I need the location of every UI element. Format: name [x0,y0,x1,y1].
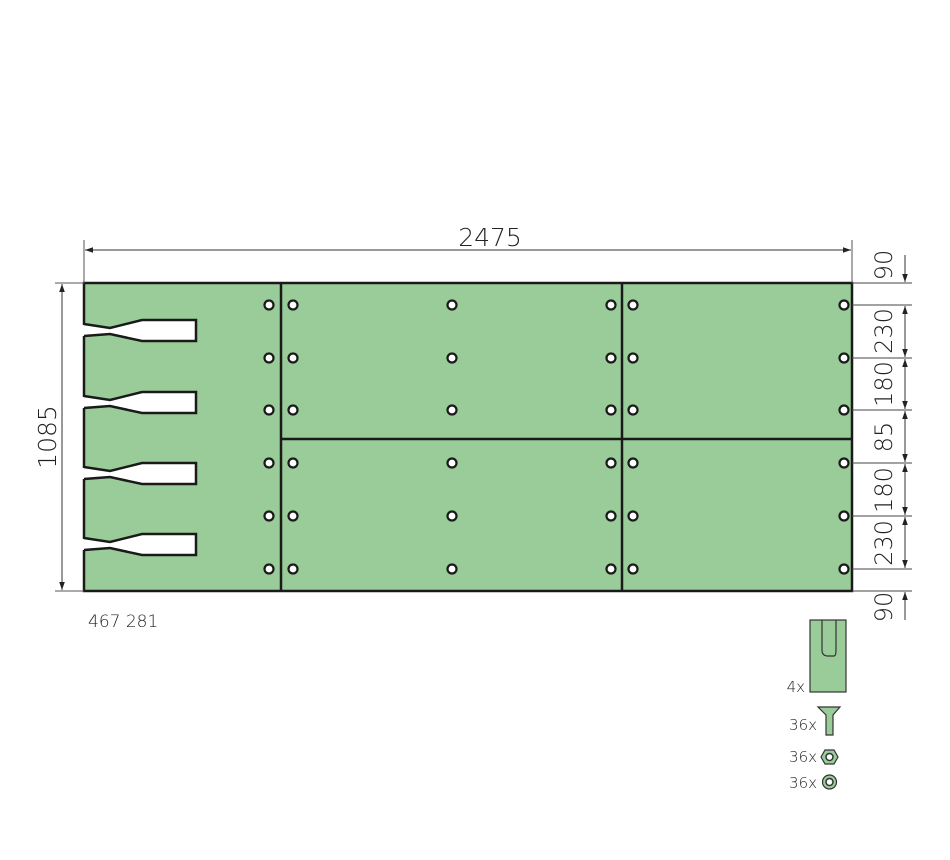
fork-slot [83,461,198,486]
bolt-hole [627,352,639,364]
spacing-label: 230 [870,308,898,354]
bolt-hole [263,563,275,575]
part-quantity: 4x [787,678,806,696]
washer-icon [821,774,838,790]
hex-nut-icon [820,749,839,765]
width-label: 2475 [458,223,522,252]
bolt-hole [287,457,299,469]
spacing-label: 180 [870,361,898,407]
bolt-hole [287,299,299,311]
connector-block-icon [809,619,847,693]
bolt-hole [838,299,850,311]
bolt-hole [605,404,617,416]
bolt-holes [263,299,850,575]
bolt-hole [627,404,639,416]
bolt-hole [263,352,275,364]
hole-spacing-dimensions: 90 230 180 85 180 230 90 [852,250,912,623]
bolt-hole [838,352,850,364]
countersunk-bolt-icon [816,706,842,736]
part-quantity: 36x [789,748,817,766]
fork-slot [83,532,198,557]
bolt-hole [605,563,617,575]
panel-assembly [82,281,854,593]
bolt-hole [446,457,458,469]
height-dimension: 1085 [33,282,84,592]
bolt-hole [287,404,299,416]
bolt-hole [446,510,458,522]
bolt-hole [627,299,639,311]
fork-slots [82,318,198,557]
bolt-hole [446,299,458,311]
bolt-hole [446,563,458,575]
spacing-label: 85 [870,422,898,453]
bolt-hole [627,510,639,522]
bolt-hole [287,352,299,364]
article-number: 467 281 [88,612,158,632]
fork-slot [83,390,198,415]
bolt-hole [627,457,639,469]
bolt-hole [446,352,458,364]
spacing-label: 180 [870,467,898,513]
bolt-hole [838,404,850,416]
height-label: 1085 [33,405,62,469]
fork-slot [83,318,198,343]
bolt-hole [605,352,617,364]
width-dimension: 2475 [83,223,853,283]
bolt-hole [287,563,299,575]
bolt-hole [605,457,617,469]
parts-list: 4x 36x 36x 36x [787,619,847,792]
bolt-hole [605,299,617,311]
bolt-hole [446,404,458,416]
part-quantity: 36x [789,716,817,734]
bolt-hole [838,510,850,522]
bolt-hole [838,563,850,575]
spacing-label: 230 [870,520,898,566]
bolt-hole [263,457,275,469]
bolt-hole [838,457,850,469]
bolt-hole [263,510,275,522]
bolt-hole [263,299,275,311]
bolt-hole [263,404,275,416]
spacing-label: 90 [870,592,898,623]
base-panel [82,281,854,593]
spacing-label: 90 [870,250,898,281]
bolt-hole [287,510,299,522]
part-quantity: 36x [789,774,817,792]
bolt-hole [627,563,639,575]
bolt-hole [605,510,617,522]
